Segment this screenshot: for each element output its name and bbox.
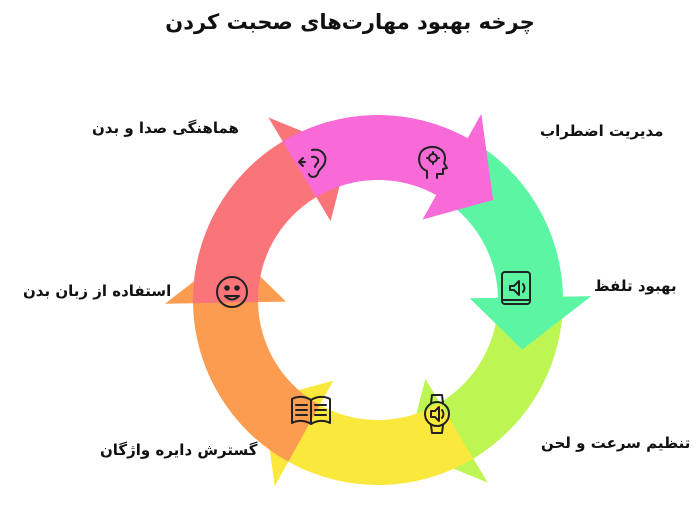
step-label-pronunciation: بهبود تلفظ: [594, 277, 677, 295]
smiley-face-icon: [216, 276, 248, 308]
cycle-arrow-4: [165, 250, 320, 462]
ear-sound-icon: [298, 148, 327, 178]
step-label-voice-body-harmony: هماهنگی صدا و بدن: [92, 119, 239, 137]
step-label-anxiety-management: مدیریت اضطراب: [540, 122, 664, 140]
cycle-arrow-6: [282, 113, 494, 220]
step-label-speed-tone: تنظیم سرعت و لحن: [541, 434, 691, 452]
head-gear-icon: [418, 145, 448, 179]
step-label-vocabulary: گسترش دایره واژگان: [100, 441, 258, 459]
open-book-icon: [291, 395, 331, 425]
step-label-body-language: استفاده از زبان بدن: [23, 282, 172, 300]
speaker-book-icon: [501, 271, 531, 305]
watch-speaker-icon: [424, 394, 450, 434]
diagram-title: چرخه بهبود مهارت‌های صحبت کردن: [165, 10, 535, 34]
cycle-arrow-1-head: [470, 296, 591, 350]
